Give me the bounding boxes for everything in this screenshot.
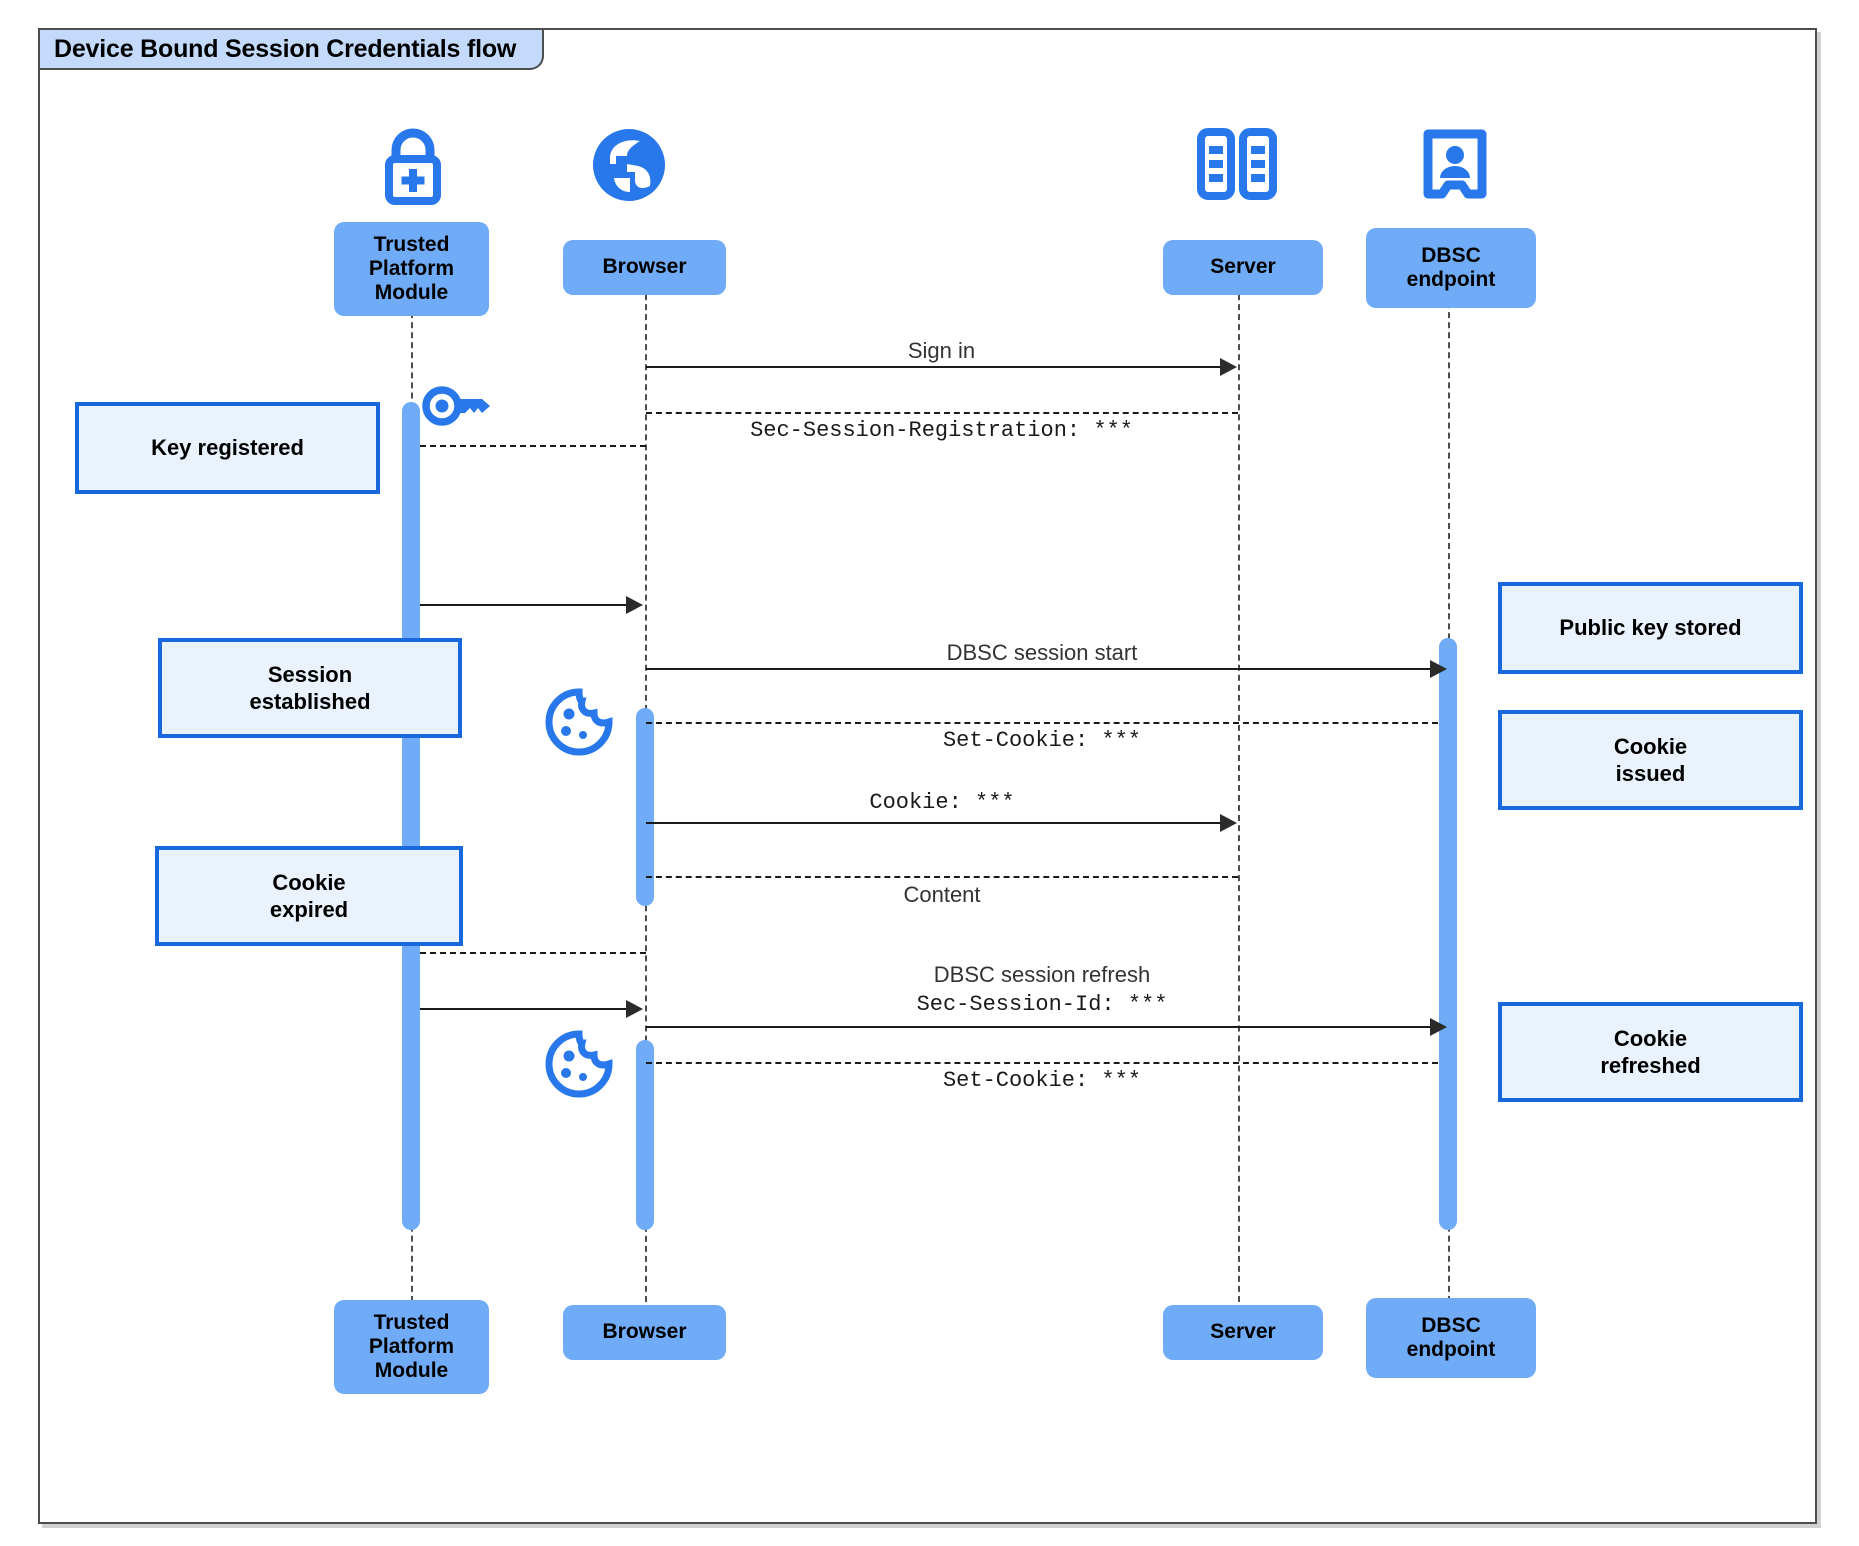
arrowhead-right-icon — [1220, 814, 1237, 832]
participant-dbsc-bottom[interactable]: DBSC endpoint — [1366, 1298, 1536, 1378]
participant-label-line: Server — [1210, 255, 1276, 279]
arrowhead-right-icon — [1430, 1018, 1447, 1036]
participant-label-line: endpoint — [1406, 1338, 1496, 1361]
message-line-sign-in — [646, 366, 1220, 368]
participant-label-line: DBSC — [1421, 1313, 1481, 1337]
participant-tpm-top[interactable]: Trusted Platform Module — [334, 222, 489, 316]
message-label-sign-in: Sign in — [907, 338, 976, 363]
note-cookie-refreshed: Cookie refreshed — [1498, 1002, 1803, 1102]
key-icon — [420, 380, 496, 437]
lock-plus-icon — [368, 126, 458, 211]
note-cookie-issued: Cookie issued — [1498, 710, 1803, 810]
globe-icon — [590, 126, 668, 209]
message-line-dbsc-session-start — [646, 668, 1430, 670]
participant-server-top[interactable]: Server — [1163, 240, 1323, 295]
message-line-tpm-to-browser-2 — [420, 1008, 626, 1010]
note-session-established: Session established — [158, 638, 462, 738]
lifeline-server — [1238, 244, 1240, 1332]
participant-label-line: Trusted — [373, 1310, 450, 1334]
arrowhead-right-icon — [1220, 358, 1237, 376]
participant-browser-bottom[interactable]: Browser — [563, 1305, 726, 1360]
participant-tpm-bottom[interactable]: Trusted Platform Module — [334, 1300, 489, 1394]
message-line-browser-to-tpm-1 — [420, 445, 646, 447]
participant-label-line: Platform — [368, 256, 455, 280]
participant-label-line: Module — [374, 281, 449, 305]
message-line-content — [646, 876, 1238, 878]
message-label-set-cookie-1: Set-Cookie: *** — [942, 728, 1142, 753]
participant-label-line: Trusted — [373, 232, 450, 256]
message-label-set-cookie-2: Set-Cookie: *** — [942, 1068, 1142, 1093]
participant-label-line: Platform — [368, 1334, 455, 1358]
activation-bar-tpm — [402, 402, 420, 1230]
participant-label-line: Server — [1210, 1320, 1276, 1344]
message-label-sec-session-id: Sec-Session-Id: *** — [916, 992, 1168, 1017]
note-text: Key registered — [151, 435, 304, 461]
diagram-title: Device Bound Session Credentials flow — [40, 30, 545, 70]
server-rack-icon — [1196, 128, 1280, 207]
message-label-dbsc-session-start: DBSC session start — [946, 640, 1138, 665]
participant-dbsc-top[interactable]: DBSC endpoint — [1366, 228, 1536, 308]
note-text-line: Session — [267, 661, 353, 687]
activation-bar-browser-2 — [636, 1040, 654, 1230]
participant-label-line: endpoint — [1406, 268, 1496, 291]
arrowhead-right-icon — [1430, 660, 1447, 678]
arrowhead-right-icon — [626, 1000, 643, 1018]
note-key-registered: Key registered — [75, 402, 380, 494]
participant-label-line: Browser — [602, 255, 687, 279]
message-label-dbsc-session-refresh: DBSC session refresh — [933, 962, 1151, 987]
note-cookie-expired: Cookie expired — [155, 846, 463, 946]
message-line-set-cookie-2 — [646, 1062, 1438, 1064]
cookie-icon — [543, 686, 615, 763]
cookie-icon — [543, 1028, 615, 1105]
note-text-line: refreshed — [1600, 1053, 1701, 1078]
message-label-content: Content — [903, 882, 981, 907]
message-label-sec-session-registration: Sec-Session-Registration: *** — [750, 418, 1133, 443]
participant-browser-top[interactable]: Browser — [563, 240, 726, 295]
note-text-line: Cookie — [272, 869, 346, 895]
message-line-cookie — [646, 822, 1220, 824]
note-text-line: established — [249, 689, 371, 714]
message-line-browser-to-tpm-2 — [420, 952, 646, 954]
participant-label-line: Module — [374, 1359, 449, 1383]
arrowhead-right-icon — [626, 596, 643, 614]
activation-bar-browser-1 — [636, 708, 654, 906]
note-text-line: Cookie — [1613, 733, 1688, 759]
message-line-sec-session-registration — [646, 412, 1238, 414]
message-label-cookie: Cookie: *** — [869, 790, 1015, 815]
message-line-dbsc-session-refresh — [646, 1026, 1430, 1028]
note-text-line: Cookie — [1613, 1025, 1688, 1051]
participant-label-line: DBSC — [1421, 243, 1481, 267]
activation-bar-dbsc — [1439, 638, 1457, 1230]
note-text-line: expired — [269, 897, 349, 922]
note-text-line: issued — [1615, 761, 1686, 786]
id-badge-icon — [1420, 128, 1490, 211]
message-line-set-cookie-1 — [646, 722, 1438, 724]
participant-server-bottom[interactable]: Server — [1163, 1305, 1323, 1360]
participant-label-line: Browser — [602, 1320, 687, 1344]
note-text: Public key stored — [1559, 615, 1742, 641]
message-line-tpm-to-browser-1 — [420, 604, 626, 606]
note-public-key-stored: Public key stored — [1498, 582, 1803, 674]
